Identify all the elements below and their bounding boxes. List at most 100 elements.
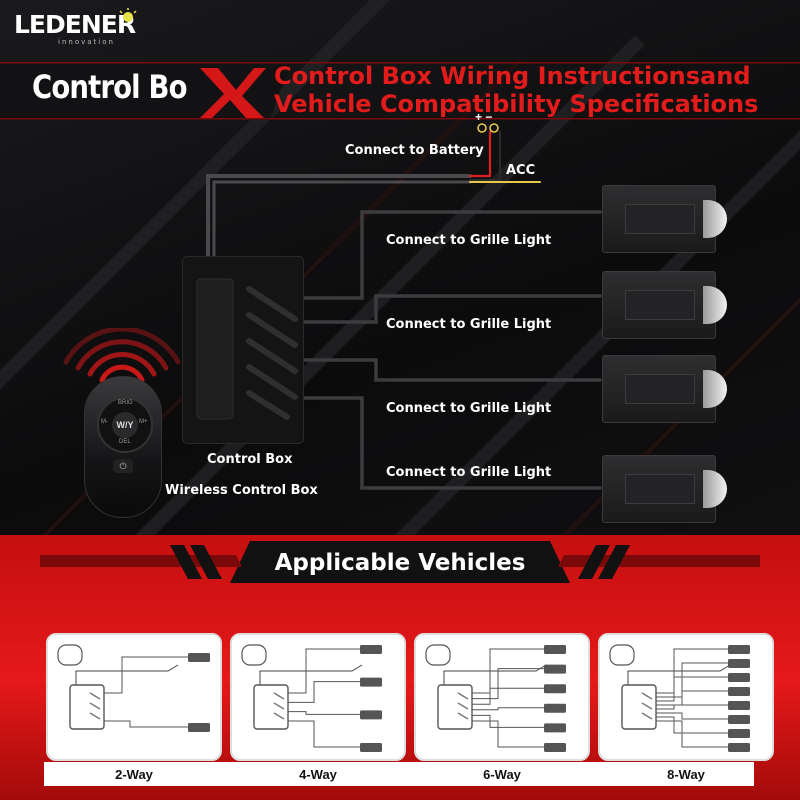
thumb-grille-light: [188, 653, 210, 662]
thumb-wire: [656, 712, 728, 720]
thumb-wire: [656, 676, 728, 702]
grille-light-3: [602, 355, 727, 423]
thumb-grille-light: [728, 743, 750, 752]
thumb-wire: [104, 720, 188, 728]
thumb-grille-light: [728, 687, 750, 696]
control-box: [182, 256, 304, 444]
thumb-grille-light: [728, 729, 750, 738]
thumb-control-box: [437, 684, 473, 730]
caption-2way: 2-Way: [115, 767, 153, 782]
thumb-grille-light: [728, 673, 750, 682]
remote-dpad: BRIG DEL M- M+ W/Y: [97, 397, 153, 453]
thumb-remote: [425, 644, 451, 666]
vehicle-card-4way: [230, 633, 406, 761]
caption-4way: 4-Way: [299, 767, 337, 782]
thumb-control-box: [253, 684, 289, 730]
thumb-grille-light: [544, 684, 566, 694]
thumb-grille-light: [544, 743, 566, 752]
thumb-remote: [609, 644, 635, 666]
thumb-wire: [288, 711, 360, 715]
thumb-remote: [241, 644, 267, 666]
wiring-thumbnail-2way: [57, 644, 210, 732]
header-left-title: Control Bo: [32, 68, 187, 106]
thumb-grille-light: [188, 723, 210, 732]
thumb-control-box: [69, 684, 105, 730]
thumb-wire: [472, 648, 544, 694]
thumb-grille-light: [544, 723, 566, 733]
brand-tagline: innovation: [58, 38, 115, 46]
control-box-label: Control Box: [207, 452, 293, 467]
thumb-box-ribs: [457, 692, 469, 720]
banner-title: Applicable Vehicles: [274, 550, 526, 576]
thumb-grille-light: [544, 703, 566, 713]
thumb-wire: [104, 656, 188, 694]
wireless-label: Wireless Control Box: [165, 483, 318, 498]
remote-center-button: W/Y: [112, 412, 138, 438]
wiring-diagram: [206, 123, 602, 490]
thumb-feed-wire: [75, 664, 179, 685]
grille-light-1: [602, 185, 727, 253]
thumb-wire: [472, 687, 544, 705]
battery-terminal-positive: [477, 123, 487, 133]
vehicle-card-2way: [46, 633, 222, 761]
thumb-wire: [656, 720, 728, 748]
wiring-thumbnail-8way: [609, 644, 750, 752]
thumb-box-ribs: [273, 692, 285, 720]
thumb-grille-light: [728, 715, 750, 724]
thumb-control-box: [621, 684, 657, 730]
caption-6way: 6-Way: [483, 767, 521, 782]
thumb-feed-wire: [627, 664, 731, 685]
thumb-grille-light: [360, 645, 382, 654]
header-title-line-1: Control Box Wiring Instructionsand: [274, 62, 751, 90]
x-logo-icon: [200, 68, 266, 118]
control-box-ribs: [196, 278, 298, 420]
remote-left-label: M-: [101, 419, 108, 425]
thumb-grille-light: [360, 710, 382, 720]
wireless-remote: BRIG DEL M- M+ W/Y ⏻: [84, 376, 162, 518]
grille-label-1: Connect to Grille Light: [386, 233, 552, 248]
thumb-wire: [656, 662, 728, 698]
thumb-grille-light: [728, 659, 750, 668]
thumb-grille-light: [360, 677, 382, 687]
thumb-grille-light: [360, 743, 382, 752]
remote-right-label: M+: [139, 419, 148, 425]
thumb-wire: [472, 720, 544, 748]
thumb-wire: [288, 720, 360, 748]
thumb-box-ribs: [89, 692, 101, 720]
thumb-grille-light: [544, 664, 566, 674]
thumb-remote: [57, 644, 83, 666]
battery-terminal-negative: [489, 123, 499, 133]
caption-8way: 8-Way: [667, 767, 705, 782]
banner-title-plate: [40, 541, 760, 583]
battery-polarity: + −: [475, 110, 493, 124]
thumb-grille-light: [544, 645, 566, 654]
battery-label: Connect to Battery: [345, 143, 484, 158]
thumb-grille-light: [728, 645, 750, 654]
thumb-wire: [656, 648, 728, 694]
grille-light-2: [602, 271, 727, 339]
header-title-line-2: Vehicle Compatibility Specifications: [274, 90, 759, 118]
wiring-thumbnail-4way: [241, 644, 382, 752]
grille-label-4: Connect to Grille Light: [386, 465, 552, 480]
lightbulb-icon: [119, 8, 137, 22]
thumb-wire: [472, 707, 544, 711]
wireless-signal-icon: [63, 328, 181, 383]
thumb-wire: [288, 648, 360, 694]
grille-label-2: Connect to Grille Light: [386, 317, 552, 332]
thumb-box-ribs: [641, 692, 653, 720]
thumb-wire: [656, 704, 728, 710]
vehicle-card-8way: [598, 633, 774, 761]
brand-logo: LEDENER: [14, 10, 136, 39]
thumb-wire: [288, 681, 360, 703]
vehicle-card-6way: [414, 633, 590, 761]
thumb-feed-wire: [443, 664, 547, 685]
acc-label: ACC: [506, 163, 536, 178]
power-icon: ⏻: [113, 459, 133, 473]
remote-top-label: BRIG: [118, 400, 133, 406]
wiring-thumbnail-6way: [425, 644, 566, 752]
thumb-grille-light: [728, 701, 750, 710]
grille-label-3: Connect to Grille Light: [386, 401, 552, 416]
grille-light-4: [602, 455, 727, 523]
remote-bottom-label: DEL: [119, 439, 131, 445]
